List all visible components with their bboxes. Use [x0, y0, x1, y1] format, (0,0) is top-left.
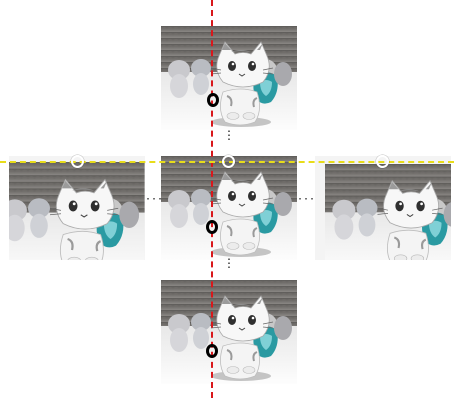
black-circle-marker-center — [206, 220, 218, 234]
panel-top-photo — [161, 26, 297, 130]
black-circle-marker-top — [207, 93, 219, 107]
panel-bottom-photo — [161, 280, 297, 384]
cat-figurine-photo-icon — [9, 156, 145, 260]
vertical-ellipsis-top: ⋮ — [223, 129, 235, 141]
horizontal-ellipsis-right: ··· — [297, 194, 315, 206]
horizontal-ellipsis-left: ··· — [145, 194, 163, 206]
cat-figurine-photo-icon — [161, 156, 297, 260]
cat-figurine-photo-icon — [315, 156, 451, 260]
cat-figurine-photo-icon — [161, 26, 297, 130]
panel-left-photo — [9, 156, 145, 260]
black-circle-marker-bottom — [206, 344, 218, 358]
vertical-reference-line — [211, 0, 213, 398]
white-circle-marker-left — [71, 155, 84, 168]
white-circle-marker-right — [376, 155, 389, 168]
cat-figurine-photo-icon — [161, 280, 297, 384]
panel-center-photo — [161, 156, 297, 260]
white-circle-marker-center — [222, 155, 235, 168]
vertical-ellipsis-bottom: ⋮ — [223, 257, 235, 269]
panel-right-photo — [315, 156, 451, 260]
